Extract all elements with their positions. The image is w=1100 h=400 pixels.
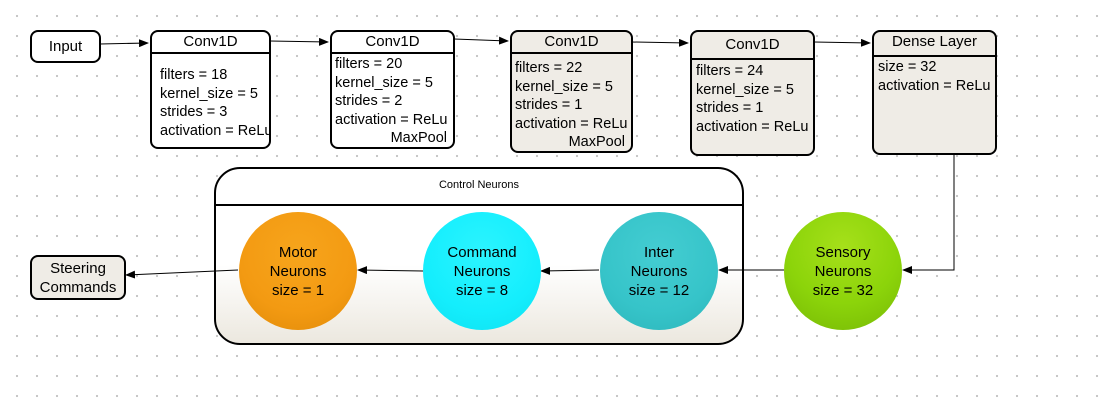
conv1d-layer-2: Conv1D filters = 20 kernel_size = 5 stri… [330, 30, 455, 149]
inter-neurons-node: Inter Neurons size = 12 [600, 212, 718, 330]
conv1d-layer-4: Conv1D filters = 24 kernel_size = 5 stri… [690, 30, 815, 156]
edge-motor-output [125, 269, 239, 279]
maxpool-label: MaxPool [390, 130, 447, 146]
input-label: Input [48, 38, 83, 55]
input-node: Input [30, 30, 101, 63]
neuron-name: Motor [278, 243, 318, 261]
layer-param: strides = 2 [335, 93, 403, 109]
neuron-size: size = 32 [812, 281, 874, 299]
neuron-kind: Neurons [630, 262, 688, 280]
edge-input-conv1 [99, 39, 149, 48]
layer-title: Conv1D [332, 32, 453, 54]
layer-title: Dense Layer [874, 32, 995, 57]
layer-param: size = 32 [878, 59, 937, 75]
edge-conv3-conv4 [631, 38, 689, 47]
layer-param: activation = ReLu [878, 77, 991, 94]
layer-param: activation = ReLu [515, 115, 628, 132]
layer-param: filters = 22 [515, 60, 583, 76]
neuron-size: size = 12 [628, 281, 690, 299]
neuron-size: size = 8 [455, 281, 509, 299]
layer-param: filters = 20 [335, 56, 403, 72]
layer-param: filters = 24 [696, 63, 764, 79]
neuron-name: Sensory [815, 243, 871, 261]
dense-layer: Dense Layer size = 32 activation = ReLu [872, 30, 997, 155]
layer-param: kernel_size = 5 [335, 74, 433, 91]
motor-neurons-node: Motor Neurons size = 1 [239, 212, 357, 330]
edge-conv1-conv2 [269, 37, 329, 46]
sensory-neurons-node: Sensory Neurons size = 32 [784, 212, 902, 330]
layer-param: activation = ReLu [335, 111, 448, 128]
conv1d-layer-3: Conv1D filters = 22 kernel_size = 5 stri… [510, 30, 633, 153]
steering-commands-node: Steering Commands [30, 255, 126, 300]
layer-param: kernel_size = 5 [160, 85, 258, 102]
layer-param: kernel_size = 5 [696, 81, 794, 98]
layer-param: kernel_size = 5 [515, 78, 613, 95]
layer-param: strides = 1 [696, 100, 764, 116]
control-neurons-label: Control Neurons [216, 169, 742, 206]
layer-title: Conv1D [152, 32, 269, 54]
neuron-name: Command [447, 243, 517, 261]
output-label-line1: Steering [50, 259, 106, 277]
maxpool-label: MaxPool [568, 134, 625, 150]
layer-param: activation = ReLu [696, 118, 809, 135]
layer-param: strides = 1 [515, 97, 583, 113]
neuron-kind: Neurons [814, 262, 872, 280]
edge-command-motor [357, 266, 424, 275]
layer-param: filters = 18 [160, 67, 228, 83]
edge-inter-command [540, 266, 600, 275]
layer-param: strides = 3 [160, 104, 228, 120]
edge-dense-sensory [902, 154, 955, 274]
command-neurons-node: Command Neurons size = 8 [423, 212, 541, 330]
layer-title: Conv1D [692, 35, 813, 60]
neuron-kind: Neurons [453, 262, 511, 280]
layer-title: Conv1D [512, 32, 631, 54]
edge-conv2-conv3 [453, 36, 509, 45]
neuron-kind: Neurons [269, 262, 327, 280]
neuron-name: Inter [643, 243, 674, 261]
conv1d-layer-1: Conv1D filters = 18 kernel_size = 5 stri… [150, 30, 271, 149]
output-label-line2: Commands [39, 278, 117, 296]
neuron-size: size = 1 [271, 281, 325, 299]
layer-param: activation = ReLu [160, 122, 271, 139]
edge-conv4-dense [813, 38, 871, 47]
